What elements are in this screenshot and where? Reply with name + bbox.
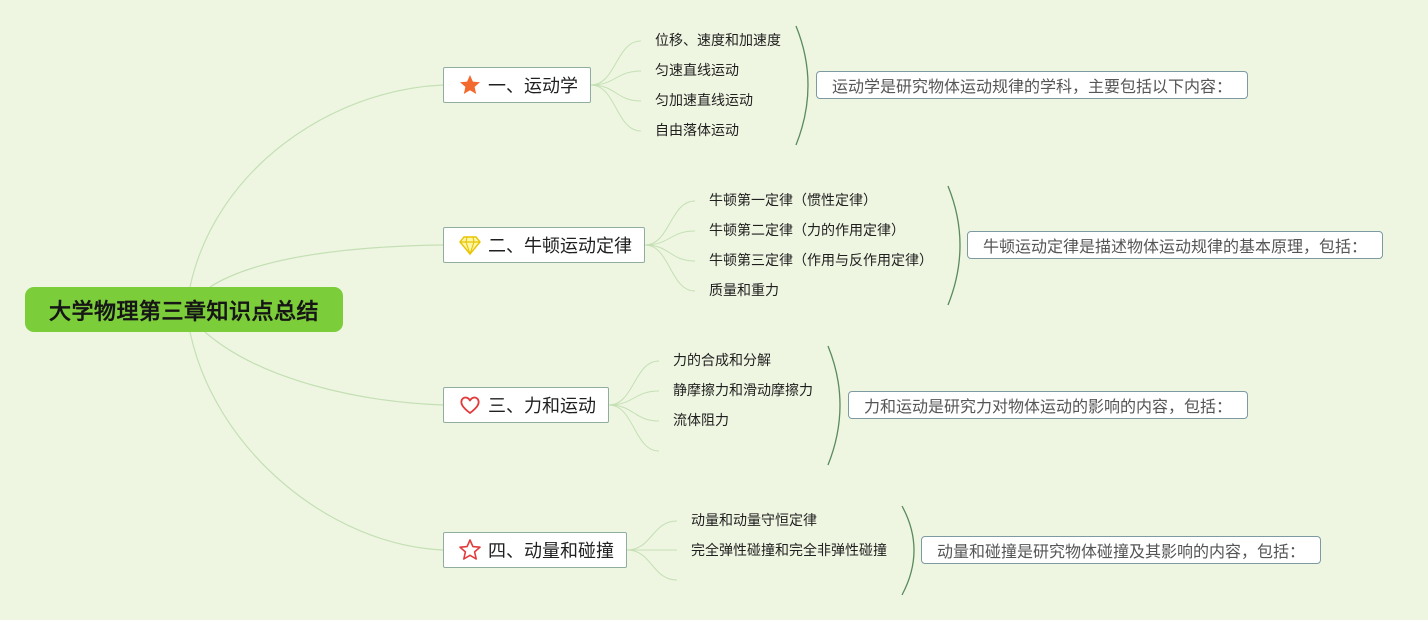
connector-line bbox=[644, 200, 696, 246]
list-item[interactable]: 流体阻力 bbox=[673, 413, 729, 429]
root-topic-label: 大学物理第三章知识点总结 bbox=[48, 299, 319, 325]
list-item[interactable]: 匀加速直线运动 bbox=[655, 93, 753, 109]
summary-text: 动量和碰撞是研究物体碰撞及其影响的内容，包括： bbox=[937, 542, 1306, 561]
branch-newton-laws[interactable]: 二、牛顿运动定律 bbox=[443, 227, 645, 263]
connector-line bbox=[644, 230, 696, 246]
connector-line bbox=[608, 404, 660, 422]
branch-momentum-collision[interactable]: 四、动量和碰撞 bbox=[443, 532, 627, 568]
heart-outline-icon bbox=[458, 393, 482, 417]
list-item[interactable]: 牛顿第三定律（作用与反作用定律） bbox=[709, 253, 933, 269]
connector-line bbox=[590, 40, 642, 86]
connector-line bbox=[209, 244, 444, 288]
list-item[interactable]: 静摩擦力和滑动摩擦力 bbox=[673, 383, 813, 399]
summary-box[interactable]: 牛顿运动定律是描述物体运动规律的基本原理，包括： bbox=[967, 231, 1383, 259]
connector-line bbox=[626, 520, 678, 551]
list-item[interactable]: 牛顿第一定律（惯性定律） bbox=[709, 193, 877, 209]
summary-text: 运动学是研究物体运动规律的学科，主要包括以下内容： bbox=[832, 77, 1233, 96]
list-item[interactable]: 匀速直线运动 bbox=[655, 63, 739, 79]
connector-line bbox=[644, 244, 696, 292]
orange-star-icon bbox=[458, 73, 482, 97]
list-item[interactable]: 质量和重力 bbox=[709, 283, 779, 299]
connector-line bbox=[189, 84, 444, 288]
branch-label: 四、动量和碰撞 bbox=[488, 541, 614, 562]
root-topic[interactable]: 大学物理第三章知识点总结 bbox=[25, 287, 343, 332]
connector-line bbox=[204, 331, 444, 406]
red-star-outline-icon bbox=[458, 538, 482, 562]
connector-line bbox=[608, 404, 660, 452]
summary-box[interactable]: 力和运动是研究力对物体运动的影响的内容，包括： bbox=[848, 391, 1248, 419]
list-item[interactable]: 动量和动量守恒定律 bbox=[691, 513, 817, 529]
connector-line bbox=[590, 84, 642, 102]
diamond-icon bbox=[458, 233, 482, 257]
summary-box[interactable]: 运动学是研究物体运动规律的学科，主要包括以下内容： bbox=[816, 71, 1248, 99]
connector-line bbox=[626, 549, 678, 581]
bracket-line bbox=[947, 185, 961, 306]
branch-label: 一、运动学 bbox=[488, 76, 578, 97]
branch-label: 二、牛顿运动定律 bbox=[488, 236, 632, 257]
branch-label: 三、力和运动 bbox=[488, 396, 596, 417]
summary-text: 力和运动是研究力对物体运动的影响的内容，包括： bbox=[864, 397, 1233, 416]
list-item[interactable]: 完全弹性碰撞和完全非弹性碰撞 bbox=[691, 543, 887, 559]
bracket-line bbox=[901, 505, 915, 596]
connector-line bbox=[608, 360, 660, 406]
list-item[interactable]: 力的合成和分解 bbox=[673, 353, 771, 369]
summary-box[interactable]: 动量和碰撞是研究物体碰撞及其影响的内容，包括： bbox=[921, 536, 1321, 564]
list-item[interactable]: 位移、速度和加速度 bbox=[655, 33, 781, 49]
connector-line bbox=[590, 84, 642, 132]
connector-line bbox=[590, 70, 642, 86]
connector-line bbox=[189, 331, 444, 551]
connector-line bbox=[608, 390, 660, 406]
branch-force-motion[interactable]: 三、力和运动 bbox=[443, 387, 609, 423]
bracket-line bbox=[827, 345, 841, 466]
list-item[interactable]: 牛顿第二定律（力的作用定律） bbox=[709, 223, 905, 239]
summary-text: 牛顿运动定律是描述物体运动规律的基本原理，包括： bbox=[983, 237, 1368, 256]
bracket-line bbox=[795, 25, 809, 146]
branch-kinematics[interactable]: 一、运动学 bbox=[443, 67, 591, 103]
connector-line bbox=[644, 244, 696, 262]
list-item[interactable]: 自由落体运动 bbox=[655, 123, 739, 139]
